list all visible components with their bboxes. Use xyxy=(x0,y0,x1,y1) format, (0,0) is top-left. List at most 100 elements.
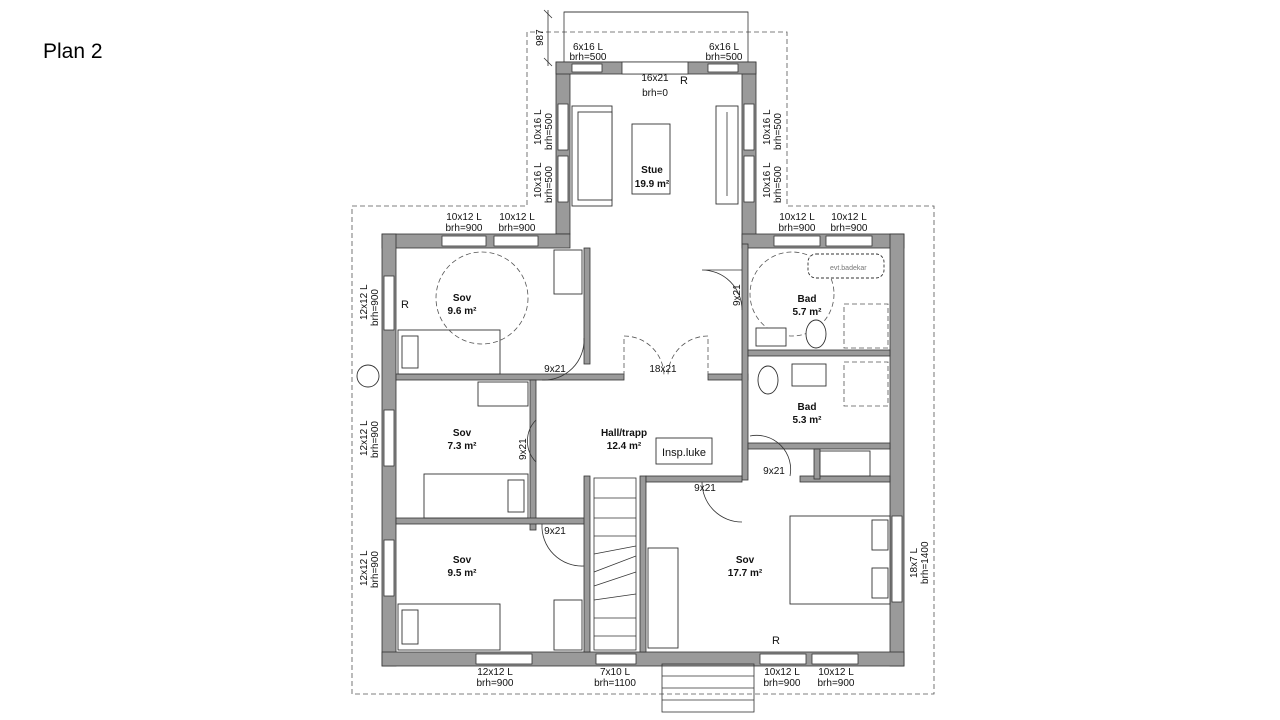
door-label: 9x21 xyxy=(694,483,716,494)
wardrobe xyxy=(553,599,583,651)
room-name: Sov xyxy=(453,555,472,566)
turning-circle xyxy=(749,251,835,337)
door-swing xyxy=(527,419,537,463)
radiator-marker: R xyxy=(680,75,688,87)
window xyxy=(493,235,539,247)
window-sill: brh=900 xyxy=(818,678,855,689)
window xyxy=(773,235,821,247)
window-sill: brh=500 xyxy=(544,113,555,150)
window-sill: brh=500 xyxy=(706,52,743,63)
room-area: 9.6 m² xyxy=(448,306,478,317)
wardrobe xyxy=(819,450,871,477)
door-swing xyxy=(541,523,585,567)
pillow xyxy=(871,519,889,551)
window xyxy=(811,653,859,665)
room-area: 17.7 m² xyxy=(728,568,763,579)
toilet xyxy=(805,319,827,349)
wall xyxy=(583,475,591,653)
window-size: 12x12 L xyxy=(359,420,370,456)
double-door-swing xyxy=(623,335,709,377)
wall xyxy=(395,373,625,381)
window-sill: brh=900 xyxy=(779,223,816,234)
coffee-table xyxy=(631,123,671,195)
window-sill: brh=500 xyxy=(773,113,784,150)
sofa-seat xyxy=(577,111,613,201)
window-size: 6x16 L xyxy=(573,42,603,53)
wardrobe xyxy=(647,547,679,649)
window-size: 10x16 L xyxy=(762,162,773,198)
wall xyxy=(747,349,891,357)
sink xyxy=(791,363,827,387)
window-size: 10x12 L xyxy=(818,667,854,678)
wardrobe xyxy=(553,249,583,295)
window xyxy=(475,653,533,665)
door-label: 9x21 xyxy=(544,526,566,537)
room-area: 12.4 m² xyxy=(607,441,642,452)
door-label: 9x21 xyxy=(732,284,743,306)
window-sill: brh=500 xyxy=(544,166,555,203)
window xyxy=(571,63,603,73)
wall xyxy=(639,475,647,653)
window-size: 7x10 L xyxy=(600,667,630,678)
window-sill: brh=900 xyxy=(370,551,381,588)
door-label: 18x21 xyxy=(649,364,677,375)
door-label: 9x21 xyxy=(544,364,566,375)
window-sill: brh=900 xyxy=(370,421,381,458)
window xyxy=(595,653,637,665)
pillow xyxy=(401,335,419,369)
room-name: Sov xyxy=(736,555,755,566)
window-size: 10x12 L xyxy=(764,667,800,678)
door-swing xyxy=(749,434,792,477)
staircase xyxy=(593,477,637,651)
wardrobe xyxy=(477,381,529,407)
wall xyxy=(741,243,749,481)
wall xyxy=(529,379,537,531)
room-bad-2: Bad 5.3 m² xyxy=(793,402,823,426)
wall xyxy=(741,61,757,245)
room-area: 9.5 m² xyxy=(448,568,478,579)
room-name: Stue xyxy=(641,165,663,176)
window-size: 10x16 L xyxy=(762,109,773,145)
wall xyxy=(645,475,743,483)
window-sill: brh=1100 xyxy=(594,678,636,689)
wall xyxy=(813,448,821,480)
window-size: 12x12 L xyxy=(477,667,513,678)
window-sill: brh=1400 xyxy=(920,541,931,584)
pillow xyxy=(507,479,525,513)
radiator-marker: R xyxy=(772,635,780,647)
room-bad-1: Bad 5.7 m² xyxy=(793,294,823,318)
room-stue: Stue 19.9 m² xyxy=(635,165,670,190)
pillow xyxy=(871,567,889,599)
door-label: 9x21 xyxy=(518,438,529,460)
window-sill: brh=900 xyxy=(831,223,868,234)
shower xyxy=(843,361,889,407)
room-area: 7.3 m² xyxy=(448,441,478,452)
window-sill: brh=900 xyxy=(446,223,483,234)
window xyxy=(743,103,755,151)
window xyxy=(707,63,739,73)
radiator-marker: R xyxy=(401,299,409,311)
window-size: 10x12 L xyxy=(446,212,482,223)
room-name: Hall/trapp xyxy=(601,428,647,439)
toilet xyxy=(757,365,779,395)
door-swing xyxy=(701,269,743,311)
window xyxy=(383,539,395,597)
shower xyxy=(843,303,889,349)
entrance-steps xyxy=(661,663,755,713)
window-sill: brh=500 xyxy=(773,166,784,203)
inspection-hatch xyxy=(655,437,713,465)
pillow xyxy=(401,609,419,645)
wall xyxy=(395,517,587,525)
window xyxy=(383,409,395,467)
window-sill: brh=500 xyxy=(570,52,607,63)
window xyxy=(743,155,755,203)
window xyxy=(441,235,487,247)
window-sill: brh=900 xyxy=(764,678,801,689)
window-size: 10x16 L xyxy=(533,162,544,198)
window xyxy=(825,235,873,247)
window-sill: brh=900 xyxy=(499,223,536,234)
wall xyxy=(747,442,891,450)
window-sill: brh=900 xyxy=(477,678,514,689)
inspection-hatch-label: Insp.luke xyxy=(662,447,706,459)
door-swing xyxy=(701,481,743,523)
